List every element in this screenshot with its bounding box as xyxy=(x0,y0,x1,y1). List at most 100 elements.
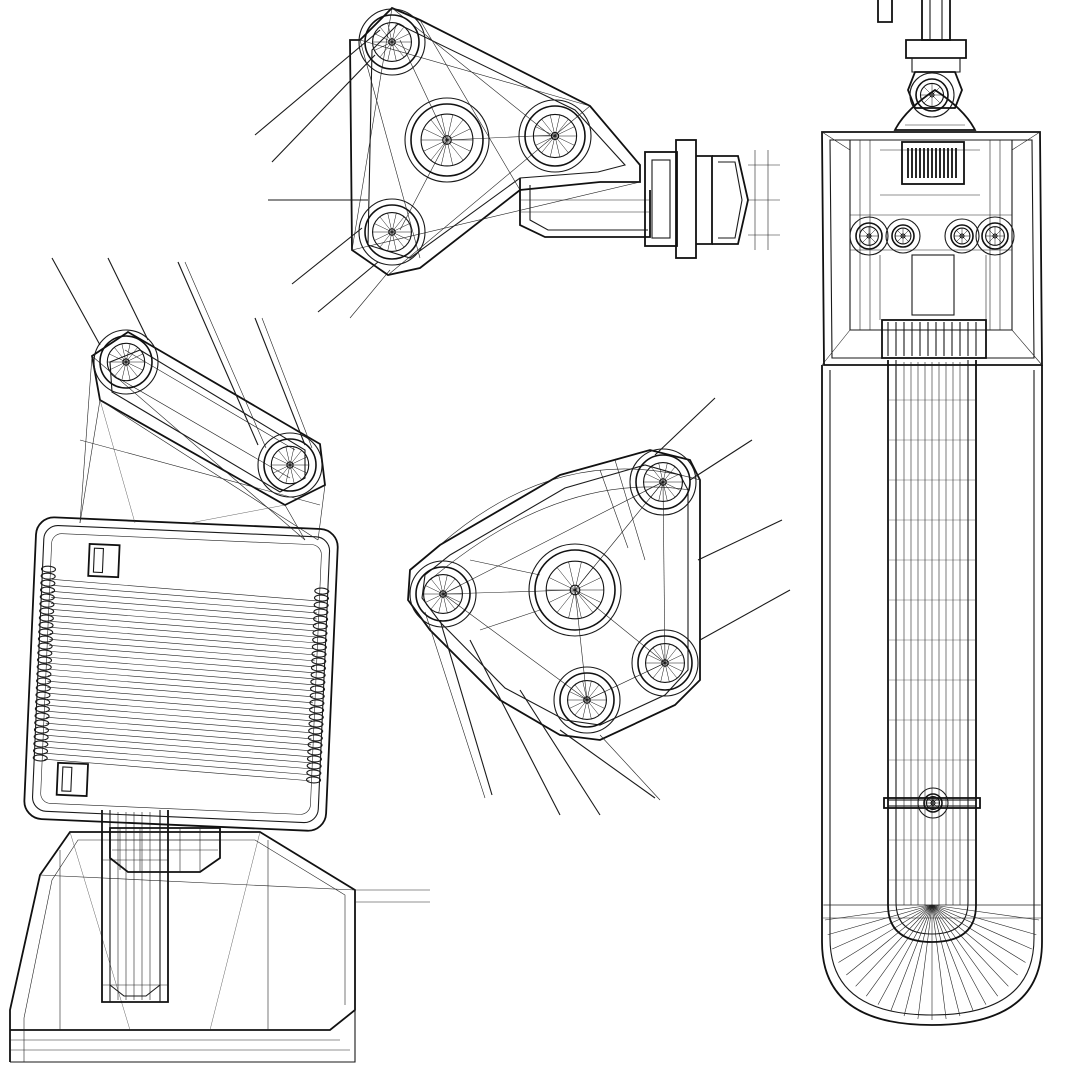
pivot-ring xyxy=(410,103,484,177)
pivot-ring xyxy=(923,793,943,813)
grip-ridge xyxy=(311,643,327,651)
grip-ridge xyxy=(310,664,326,672)
pivot-probe-bolt xyxy=(849,216,889,256)
grip-ridge xyxy=(38,614,54,622)
grip-ridge xyxy=(313,601,329,609)
pivot-spoke xyxy=(928,802,934,808)
grip-ridge xyxy=(314,587,330,595)
pivot-probe-bolt xyxy=(944,218,980,254)
pivot-tri-center xyxy=(404,97,490,183)
fin-line xyxy=(44,740,311,764)
fin-line xyxy=(46,698,313,722)
dome-spoke xyxy=(855,904,933,987)
cooling-fins xyxy=(44,579,318,782)
grip-ridge xyxy=(33,726,50,734)
fin-line xyxy=(49,632,316,656)
grip-ridge xyxy=(307,748,323,756)
grip-ridge xyxy=(35,684,51,692)
dome-spoke xyxy=(890,904,933,1012)
pivot-spoke xyxy=(988,235,996,243)
pivot-center xyxy=(122,358,130,366)
fin-line xyxy=(50,620,316,644)
grip-ridge xyxy=(306,769,322,777)
grip-ridge xyxy=(34,712,50,720)
pivot-arm-upper xyxy=(93,329,159,395)
grip-ridge xyxy=(308,727,324,735)
pivot-probe-lower xyxy=(917,787,949,819)
fin-line xyxy=(46,716,312,740)
pivot-spoke xyxy=(956,235,963,242)
pivot-arm-lower xyxy=(257,432,323,498)
dome-spoke xyxy=(824,904,933,921)
dome-spoke xyxy=(827,904,933,936)
fin-line xyxy=(47,674,314,698)
grip-ridge xyxy=(37,635,53,643)
dome-spoke xyxy=(931,904,1037,936)
fin-line xyxy=(47,692,313,716)
triangular-linkage xyxy=(254,6,780,319)
pivot-center xyxy=(900,233,906,239)
pivot-housing xyxy=(93,329,159,395)
pivot-ring xyxy=(891,224,915,248)
fin-line xyxy=(44,752,310,776)
grip-ridge xyxy=(309,706,325,714)
pivot-housing xyxy=(917,787,949,819)
pivot-fan-right xyxy=(631,629,699,697)
pivot-spoke xyxy=(961,235,968,242)
fin-line xyxy=(50,603,317,626)
probe-assembly xyxy=(821,0,1043,1026)
fin-line xyxy=(48,668,314,692)
grip-ridge xyxy=(36,656,53,664)
clamp-band-ridges xyxy=(887,322,977,356)
grip-ridge xyxy=(32,754,48,762)
pivot-spoke xyxy=(988,229,996,237)
grip-ridge xyxy=(39,600,55,608)
dome-spoke xyxy=(931,904,1009,987)
base-and-head-assembly xyxy=(9,257,430,1063)
pivot-spoke xyxy=(902,235,909,242)
grip-ridge xyxy=(40,565,57,573)
pivot-center xyxy=(286,461,294,469)
dome-spoke xyxy=(931,904,987,1005)
pivot-tri-right xyxy=(518,99,592,173)
pivot-housing xyxy=(944,218,980,254)
pivot-center xyxy=(439,590,447,598)
grip-ridge xyxy=(313,615,329,623)
fin-line xyxy=(44,758,310,782)
pivot-housing xyxy=(358,8,426,76)
grip-ridge xyxy=(39,593,55,601)
pivot-housing xyxy=(409,560,477,628)
dome-spoke xyxy=(931,904,1018,976)
pivot-fan-bottom xyxy=(553,666,621,734)
pivot-spoke xyxy=(862,229,870,237)
pivot-housing xyxy=(257,432,323,498)
grip-ridge xyxy=(37,642,53,650)
grip-ridge xyxy=(39,607,55,615)
pivot-spoke xyxy=(956,230,963,237)
pivot-ring xyxy=(415,566,471,622)
fin-line xyxy=(50,614,316,638)
pivot-ring xyxy=(635,454,691,510)
fin-line xyxy=(48,656,314,680)
pivot-housing xyxy=(358,198,426,266)
pivot-ring xyxy=(534,549,616,631)
grip-ridge xyxy=(38,628,54,636)
fin-line xyxy=(49,638,315,662)
pivot-probe-top xyxy=(909,72,955,118)
pivot-center xyxy=(930,800,936,806)
grip-ridge xyxy=(313,608,329,616)
pivot-housing xyxy=(975,216,1015,256)
grip-ridge xyxy=(40,579,56,587)
pivot-spoke xyxy=(994,229,1002,237)
dome-spoke xyxy=(931,904,1026,963)
dome-spoke xyxy=(846,904,933,976)
pivot-center xyxy=(661,659,669,667)
dome-spoke xyxy=(931,904,1032,950)
grip-ridge xyxy=(38,621,54,629)
pivot-joints xyxy=(93,8,1015,819)
pivot-center xyxy=(388,228,396,236)
fin-line xyxy=(46,704,312,728)
pivot-ring xyxy=(99,335,153,389)
pivot-spoke xyxy=(994,235,1002,243)
